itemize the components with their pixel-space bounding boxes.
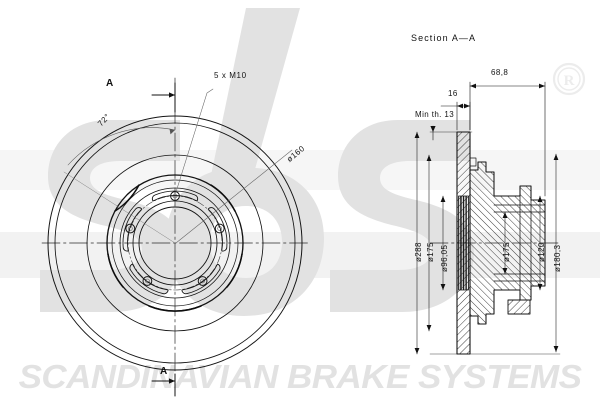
dim-min-thickness-label: Min th. 13	[415, 110, 455, 119]
bolt-spec-label: 5 x M10	[214, 71, 247, 80]
dim-overall-height-label: 68,8	[491, 68, 509, 77]
dim-mounting-diameter-label: ø180,3	[553, 244, 562, 272]
section-view-title: Section A—A	[411, 33, 477, 43]
dim-friction-inner-diameter-label: ø175	[426, 242, 435, 262]
section-view-geometry	[414, 81, 561, 355]
dim-hub-bore-label: ø96,05	[440, 244, 449, 272]
section-marker-a-bottom: A	[160, 366, 168, 377]
company-wordmark: SCANDINAVIAN BRAKE SYSTEMS	[18, 358, 582, 395]
dim-outer-diameter-label: ø288	[414, 242, 423, 262]
section-marker-a-top: A	[106, 78, 114, 89]
dim-hub-flange-diameter-label: ø175	[502, 242, 511, 262]
dim-hub-diameter-label: ø120	[537, 242, 546, 262]
front-view-geometry	[41, 77, 309, 397]
registered-trademark-icon: R	[552, 62, 586, 96]
dim-disc-thickness-label: 16	[448, 89, 458, 98]
svg-text:R: R	[564, 73, 575, 89]
